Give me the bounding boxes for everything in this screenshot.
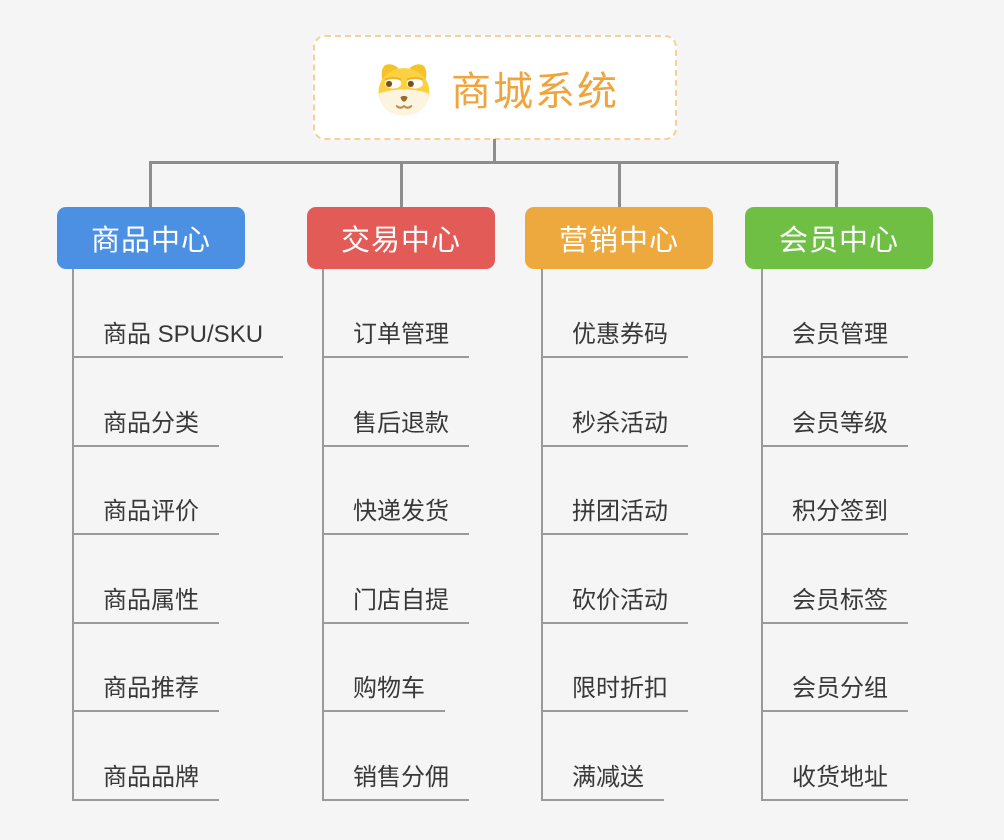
leaf-node[interactable]: 满减送	[541, 759, 664, 801]
connector-drop-marketing	[618, 161, 621, 208]
leaf-node[interactable]: 销售分佣	[322, 759, 469, 801]
leaf-node[interactable]: 会员管理	[761, 316, 908, 358]
leaf-node[interactable]: 商品评价	[72, 493, 219, 535]
connector-drop-trade	[400, 161, 403, 208]
leaf-node[interactable]: 商品品牌	[72, 759, 219, 801]
connector-root-stub	[493, 139, 496, 162]
branch-label: 交易中心	[340, 225, 461, 257]
leaf-node[interactable]: 商品属性	[72, 582, 219, 624]
doge-icon	[378, 63, 430, 115]
connector-drop-member	[835, 161, 838, 208]
branch-label: 营销中心	[558, 225, 679, 257]
root-title: 商城系统	[451, 69, 619, 114]
leaf-node[interactable]: 订单管理	[322, 316, 469, 358]
leaf-node[interactable]: 商品 SPU/SKU	[72, 316, 284, 358]
branch-node-trade-center[interactable]: 交易中心	[307, 207, 495, 269]
leaf-node[interactable]: 收货地址	[761, 759, 908, 801]
leaf-node[interactable]: 限时折扣	[541, 670, 688, 712]
branch-label: 商品中心	[90, 225, 211, 257]
leaf-node[interactable]: 会员标签	[761, 582, 908, 624]
leaf-node[interactable]: 商品分类	[72, 405, 219, 447]
leaf-node[interactable]: 砍价活动	[541, 582, 688, 624]
leaf-node[interactable]: 优惠券码	[541, 316, 688, 358]
root-node[interactable]: 商城系统	[313, 35, 677, 140]
leaf-node[interactable]: 拼团活动	[541, 493, 688, 535]
leaf-node[interactable]: 积分签到	[761, 493, 908, 535]
branch-node-member-center[interactable]: 会员中心	[745, 207, 933, 269]
branch-label: 会员中心	[778, 225, 899, 257]
leaf-node[interactable]: 购物车	[322, 670, 445, 712]
connector-trunk	[149, 161, 839, 164]
leaf-node[interactable]: 秒杀活动	[541, 405, 688, 447]
branch-node-product-center[interactable]: 商品中心	[57, 207, 245, 269]
leaf-node[interactable]: 售后退款	[322, 405, 469, 447]
leaf-node[interactable]: 会员等级	[761, 405, 908, 447]
connector-drop-product	[149, 161, 152, 208]
branch-node-marketing-center[interactable]: 营销中心	[525, 207, 713, 269]
leaf-node[interactable]: 门店自提	[322, 582, 469, 624]
leaf-node[interactable]: 商品推荐	[72, 670, 219, 712]
leaf-node[interactable]: 快递发货	[322, 493, 469, 535]
leaf-node[interactable]: 会员分组	[761, 670, 908, 712]
